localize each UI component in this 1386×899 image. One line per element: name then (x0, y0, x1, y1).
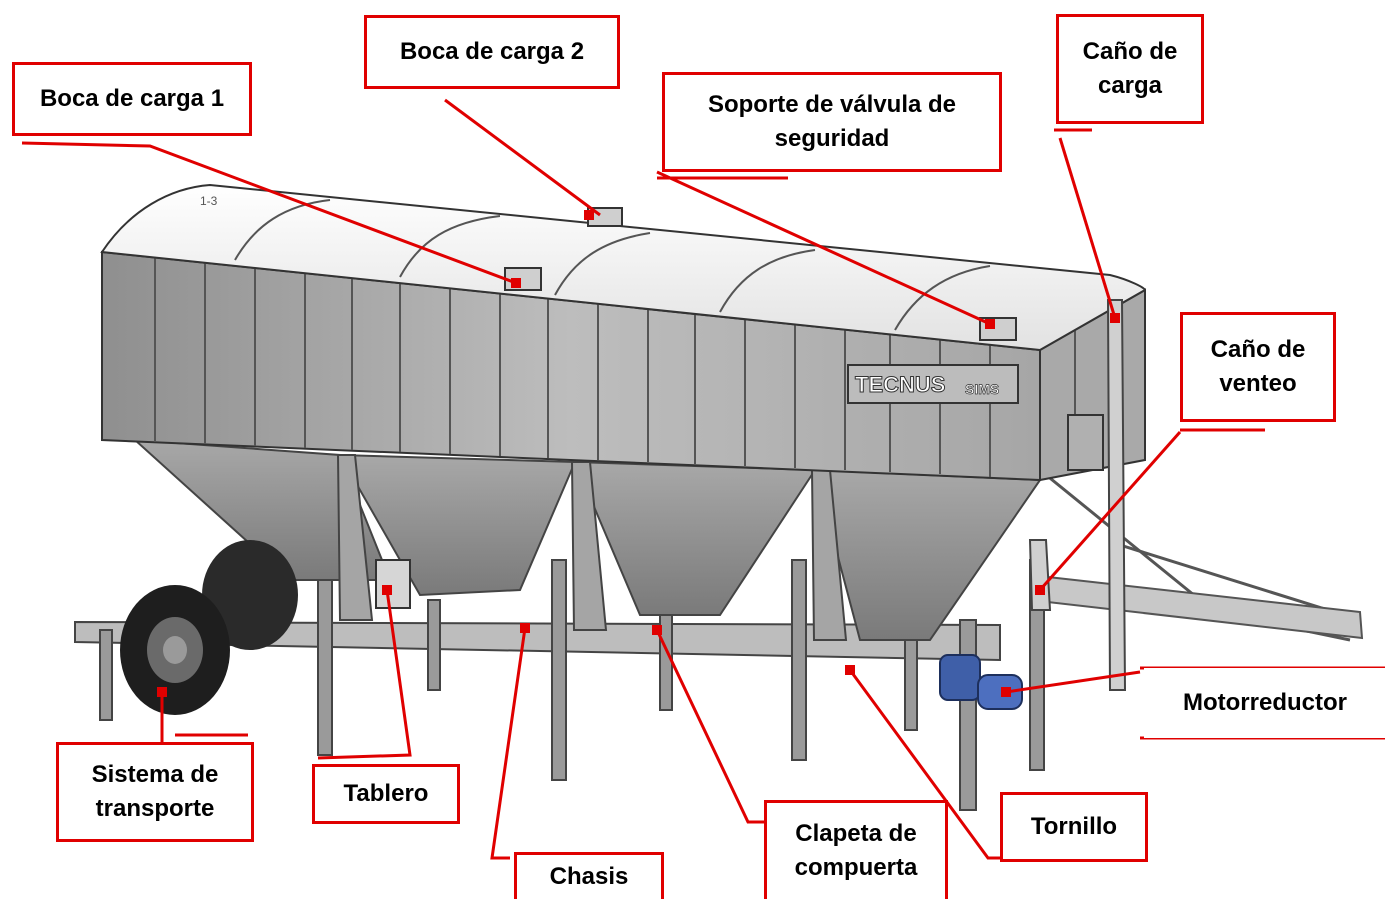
label-boca-carga-1: Boca de carga 1 (12, 62, 252, 136)
label-chasis-text: Chasis (549, 863, 629, 890)
label-cano-carga-line1: Caño de (1082, 38, 1178, 65)
gusset-plates (336, 454, 848, 641)
anchor-dots (157, 210, 1120, 697)
end-door (1067, 414, 1104, 471)
label-cano-carga-line2: carga (1097, 72, 1163, 99)
label-sistema-transporte: Sistema de transporte (56, 742, 254, 842)
label-tablero: Tablero (312, 764, 460, 824)
label-soporte-valvula-line2: seguridad (774, 125, 890, 152)
label-tornillo: Tornillo (1000, 792, 1148, 862)
label-cano-venteo: Caño de venteo (1180, 312, 1336, 422)
brand-sub: SIMS (965, 381, 999, 397)
label-clapeta-line1: Clapeta de (795, 820, 917, 847)
label-boca-carga-2-text: Boca de carga 2 (399, 38, 585, 65)
tow-bar (1029, 573, 1364, 640)
label-sistema-transporte-line1: Sistema de (91, 761, 219, 788)
silo-machine: TECNUS SIMS 1-3 (74, 183, 1364, 811)
roof-seams (234, 199, 991, 331)
brand-plate: TECNUS SIMS (847, 364, 1019, 404)
vent-pipe (1028, 539, 1052, 611)
control-board (375, 559, 411, 609)
gear-motor (939, 654, 1023, 710)
brand-name: TECNUS (855, 372, 945, 397)
label-soporte-valvula-line1: Soporte de válvula de (707, 91, 957, 118)
label-cano-venteo-line2: venteo (1219, 370, 1297, 397)
wheels (120, 540, 298, 715)
load-pipe (1106, 299, 1127, 691)
tag-plate: 1-3 (200, 194, 218, 208)
label-chasis: Chasis (514, 852, 664, 899)
label-clapeta-compuerta: Clapeta de compuerta (764, 800, 948, 899)
label-cano-carga: Caño de carga (1056, 14, 1204, 124)
label-motorreductor-text: Motorreductor (1183, 689, 1347, 716)
label-sistema-transporte-line2: transporte (95, 795, 215, 822)
label-boca-carga-1-text: Boca de carga 1 (39, 85, 225, 112)
label-soporte-valvula: Soporte de válvula de seguridad (662, 72, 1002, 172)
chassis-beam (74, 620, 1001, 662)
label-motorreductor: Motorreductor (1144, 668, 1386, 738)
label-boca-carga-2: Boca de carga 2 (364, 15, 620, 89)
label-tornillo-text: Tornillo (1030, 813, 1118, 840)
label-clapeta-line2: compuerta (794, 854, 918, 881)
label-cano-venteo-line1: Caño de (1210, 336, 1306, 363)
hoppers (132, 438, 1042, 641)
label-tablero-text: Tablero (343, 780, 429, 807)
